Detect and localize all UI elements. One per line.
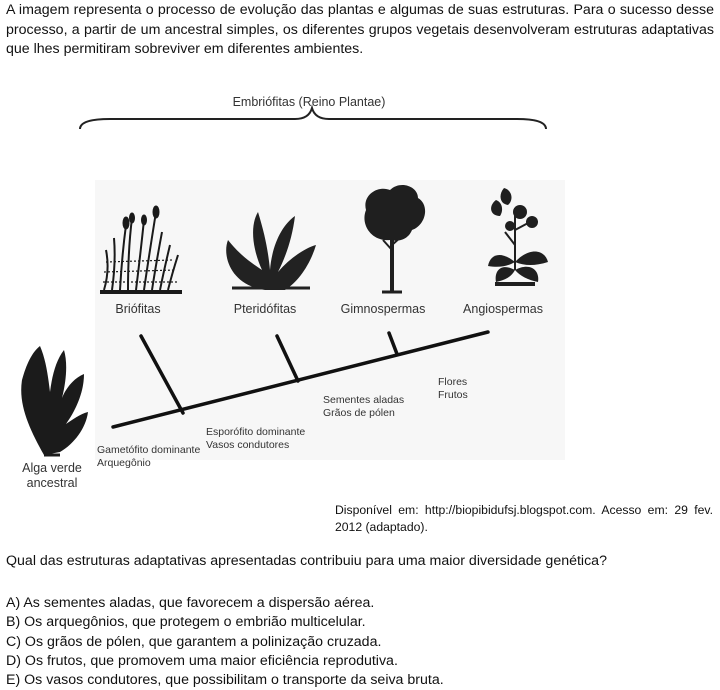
group-label: Pteridófitas (234, 302, 297, 316)
option-d[interactable]: D) Os frutos, que promovem uma maior efi… (6, 652, 398, 669)
green-alga-illustration (21, 346, 88, 457)
trait-label: Gametófito dominante (97, 444, 200, 456)
trait-label: Arquegônio (97, 457, 151, 469)
option-a[interactable]: A) As sementes aladas, que favorecem a d… (6, 595, 375, 611)
group-label: Briófitas (115, 302, 160, 316)
trait-label: Esporófito dominante (206, 426, 305, 438)
trait-label: Grãos de pólen (323, 407, 395, 419)
option-e[interactable]: E) Os vasos condutores, que possibilitam… (6, 672, 444, 689)
gymnosperm-illustration (364, 184, 426, 294)
question-text: Qual das estruturas adaptativas apresent… (6, 553, 607, 569)
bryophyte-illustration (100, 205, 182, 294)
group-label: Angiospermas (463, 302, 543, 316)
plant-evolution-figure: Embriófitas (Reino Plantae) (0, 80, 720, 500)
trait-label: Frutos (438, 389, 468, 401)
source-citation: Disponível em: http://biopibidufsj.blogs… (335, 503, 713, 534)
trait-label: Sementes aladas (323, 394, 404, 406)
ancestor-label: Alga verde (22, 461, 82, 475)
pteridophyte-illustration (226, 212, 316, 290)
option-b[interactable]: B) Os arquegônios, que protegem o embriã… (6, 614, 366, 631)
option-c[interactable]: C) Os grãos de pólen, que garantem a pol… (6, 633, 382, 650)
angiosperm-illustration (488, 188, 548, 286)
trait-label: Flores (438, 376, 467, 388)
intro-paragraph: A imagem representa o processo de evoluç… (6, 2, 714, 57)
trait-label: Vasos condutores (206, 439, 289, 451)
answer-options: A) As sementes aladas, que favorecem a d… (6, 594, 444, 690)
bracket-line (79, 104, 547, 130)
group-label: Gimnospermas (341, 302, 426, 316)
bracket-label: Embriófitas (Reino Plantae) (233, 95, 386, 109)
cladogram (111, 330, 490, 429)
ancestor-label: ancestral (27, 476, 78, 490)
